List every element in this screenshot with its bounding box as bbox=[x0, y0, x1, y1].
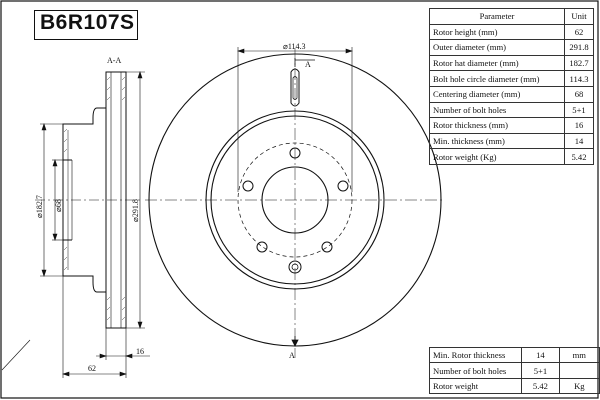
section-cut-markers bbox=[291, 58, 315, 347]
row-name: Rotor weight bbox=[428, 377, 523, 395]
table-row: Rotor height (mm) 62 bbox=[429, 23, 594, 41]
table-row: Centering diameter (mm) 68 bbox=[429, 85, 594, 103]
dimension-arrows bbox=[237, 48, 353, 54]
table-row: Min. Rotor thickness 14 mm bbox=[428, 346, 600, 364]
height-dimension bbox=[62, 276, 127, 378]
row-name: Number of bolt holes bbox=[429, 101, 565, 119]
row-value: 291.8 bbox=[564, 39, 594, 56]
hat-diameter-dim-label: ⌀182.7 bbox=[35, 195, 44, 218]
row-unit: Kg bbox=[558, 377, 600, 395]
dimension-arrows bbox=[99, 353, 133, 359]
bolt-hole bbox=[256, 241, 268, 253]
row-name: Rotor hat diameter (mm) bbox=[429, 54, 565, 72]
cut-marker-bottom: A bbox=[289, 351, 295, 360]
row-name: Outer diameter (mm) bbox=[429, 39, 565, 56]
cut-marker-top: A bbox=[305, 60, 311, 69]
row-name: Min. thickness (mm) bbox=[429, 132, 565, 150]
table-row: Rotor weight 5.42 Kg bbox=[428, 377, 600, 395]
table-row: Outer diameter (mm) 291.8 bbox=[429, 39, 594, 56]
bolt-circle-dimension bbox=[237, 47, 353, 192]
bolt-hole bbox=[321, 241, 333, 253]
row-value: 14 bbox=[564, 132, 594, 150]
row-name: Min. Rotor thickness bbox=[428, 346, 523, 364]
title-box bbox=[34, 10, 138, 40]
row-value: 62 bbox=[564, 23, 594, 41]
row-value: 182.7 bbox=[564, 54, 594, 72]
row-name: Rotor weight (Kg) bbox=[429, 148, 565, 165]
row-name: Centering diameter (mm) bbox=[429, 85, 565, 103]
hat-diameter-dimension bbox=[40, 123, 63, 277]
bolt-hole bbox=[337, 180, 349, 192]
header-unit: Unit bbox=[564, 8, 594, 25]
row-name: Rotor thickness (mm) bbox=[429, 117, 565, 134]
corner-mark bbox=[1, 339, 31, 371]
row-unit bbox=[558, 362, 600, 379]
vent-slot bbox=[290, 68, 300, 107]
row-unit: mm bbox=[558, 346, 600, 364]
cut-arrowhead-bottom bbox=[291, 339, 299, 347]
part-number-title: B6R107S bbox=[40, 11, 135, 34]
thickness-dim-label: 16 bbox=[136, 347, 144, 356]
bolt-circle-dim-label: ⌀114.3 bbox=[283, 42, 306, 51]
header-parameter: Parameter bbox=[429, 8, 565, 25]
bore-diameter-dim-label: ⌀68 bbox=[54, 199, 63, 212]
row-name: Rotor height (mm) bbox=[429, 23, 565, 41]
row-value: 14 bbox=[521, 346, 560, 364]
table-row: Number of bolt holes 5+1 bbox=[429, 101, 594, 119]
row-value: 16 bbox=[564, 117, 594, 134]
section-hatching bbox=[63, 76, 126, 321]
outer-diameter-dimension bbox=[126, 71, 145, 329]
vent-slot-inner bbox=[292, 76, 298, 100]
section-label: A-A bbox=[107, 56, 121, 65]
row-name: Bolt hole circle diameter (mm) bbox=[429, 70, 565, 87]
outer-diameter-dim-label: ⌀291.8 bbox=[131, 199, 140, 222]
bolt-hole bbox=[242, 180, 254, 192]
dimension-arrows bbox=[52, 159, 58, 241]
thickness-dimension bbox=[96, 328, 150, 360]
spec-table-header: Parameter Unit bbox=[429, 8, 594, 25]
table-row: Rotor thickness (mm) 16 bbox=[429, 117, 594, 134]
table-row: Rotor weight (Kg) 5.42 bbox=[429, 148, 594, 165]
row-value: 5.42 bbox=[564, 148, 594, 165]
dimension-arrows bbox=[62, 371, 127, 377]
row-value: 68 bbox=[564, 85, 594, 103]
table-row: Number of bolt holes 5+1 bbox=[428, 362, 600, 379]
table-row: Bolt hole circle diameter (mm) 114.3 bbox=[429, 70, 594, 87]
height-dim-label: 62 bbox=[88, 364, 96, 373]
dimension-arrows bbox=[137, 71, 143, 329]
center-lines bbox=[145, 48, 445, 358]
row-name: Number of bolt holes bbox=[428, 362, 523, 379]
spec-table: Parameter Unit Rotor height (mm) 62 Oute… bbox=[429, 8, 594, 165]
table-row: Min. thickness (mm) 14 bbox=[429, 132, 594, 150]
row-value: 5+1 bbox=[521, 362, 560, 379]
row-value: 114.3 bbox=[564, 70, 594, 87]
row-value: 5.42 bbox=[521, 377, 560, 395]
table-row: Rotor hat diameter (mm) 182.7 bbox=[429, 54, 594, 72]
dimension-arrows bbox=[41, 123, 47, 277]
row-value: 5+1 bbox=[564, 101, 594, 119]
summary-table: Min. Rotor thickness 14 mm Number of bol… bbox=[428, 346, 600, 395]
bore-diameter-dimension bbox=[52, 159, 63, 241]
